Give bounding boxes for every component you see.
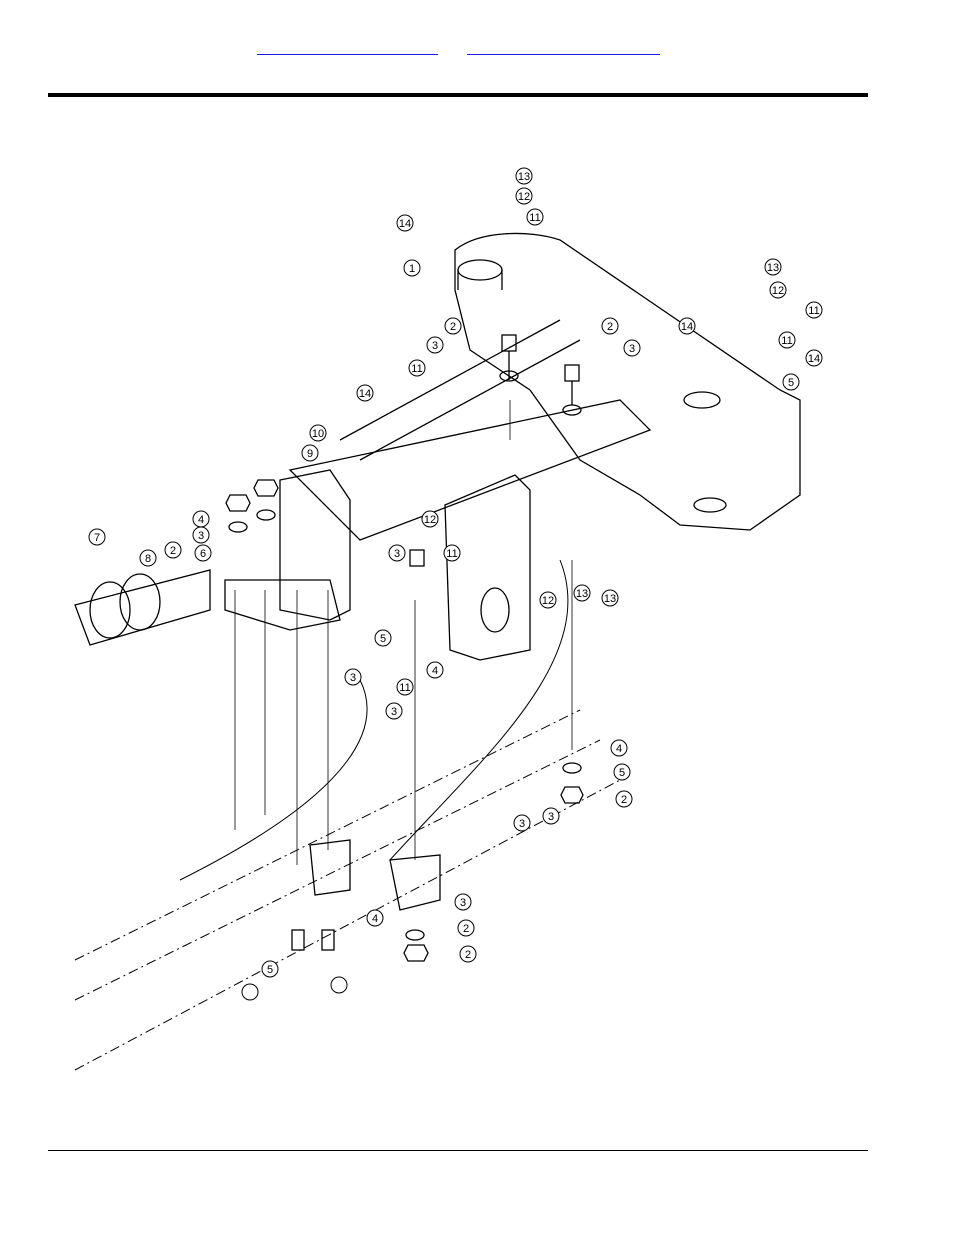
lower-tube-line-2: [74, 739, 601, 1001]
callout-label: 4: [616, 743, 622, 755]
callout-label: 1: [409, 263, 415, 275]
mount-plate-right: [444, 474, 531, 661]
callout-label: 3: [394, 548, 400, 560]
callout-numbers: 13 12 11 14 1 2 3 2 3 11 14 10 9 13 12 1…: [94, 171, 820, 976]
callout-label: 14: [399, 218, 411, 230]
callout-label: 4: [372, 913, 378, 925]
callout-label: 12: [772, 285, 784, 297]
callout-label: 5: [788, 377, 794, 389]
callout-label: 3: [350, 672, 356, 684]
lower-bracket-right: [389, 854, 441, 911]
callout-label: 13: [518, 171, 530, 183]
frame-top-plate: [454, 232, 801, 531]
callout-label: 4: [198, 514, 204, 526]
callout-label: 3: [432, 340, 438, 352]
callout-label: 13: [767, 262, 779, 274]
header-link-1[interactable]: [257, 40, 438, 55]
callout-label: 13: [604, 593, 616, 605]
callout-label: 14: [681, 321, 693, 333]
callout-label: 2: [621, 794, 627, 806]
callout-label: 3: [198, 530, 204, 542]
callout-label: 11: [781, 335, 792, 347]
callout-label: 12: [542, 595, 554, 607]
top-rule: [48, 93, 868, 97]
frame-hole-bottom: [693, 497, 727, 513]
callout-label: 3: [519, 818, 525, 830]
callout-label: 3: [548, 811, 554, 823]
callout-label: 10: [312, 428, 324, 440]
callout-label: 5: [619, 767, 625, 779]
callout-label: 11: [399, 682, 410, 694]
callout-label: 8: [145, 553, 151, 565]
shield-6: [74, 569, 211, 646]
callout-label: 14: [359, 388, 371, 400]
mount-plate-hole: [480, 587, 510, 633]
callout-label: 3: [460, 897, 466, 909]
lower-bracket-left: [309, 839, 351, 896]
callout-label: 2: [465, 949, 471, 961]
callout-label: 12: [518, 191, 530, 203]
callout-label: 5: [380, 633, 386, 645]
callout-label: 14: [808, 353, 820, 365]
lower-tube-line-1: [74, 709, 581, 961]
header-link-2[interactable]: [467, 40, 660, 55]
callout-label: 5: [267, 964, 273, 976]
lower-tube-line-3: [74, 779, 621, 1071]
callout-label: 2: [450, 321, 456, 333]
callout-label: 3: [629, 343, 635, 355]
bottom-rule: [48, 1150, 868, 1151]
callout-label: 13: [576, 588, 588, 600]
frame-bushing-top: [457, 259, 503, 281]
frame-bushing-right: [683, 391, 721, 409]
bracket-left: [279, 469, 351, 621]
callout-label: 6: [200, 548, 206, 560]
callout-label: 3: [391, 706, 397, 718]
callout-label: 11: [411, 363, 422, 375]
header-links: [0, 40, 954, 60]
callout-label: 4: [432, 665, 438, 677]
callout-label: 2: [607, 321, 613, 333]
callout-label: 2: [170, 545, 176, 557]
diagram-svg: 13 12 11 14 1 2 3 2 3 11 14 10 9 13 12 1…: [74, 167, 823, 1071]
callout-label: 11: [446, 548, 457, 560]
callout-label: 7: [94, 532, 100, 544]
callout-label: 11: [808, 305, 819, 317]
bracket-base-plate: [224, 579, 341, 631]
callout-label: 11: [529, 212, 540, 224]
callout-label: 2: [463, 923, 469, 935]
callout-label: 12: [424, 514, 436, 526]
parts-exploded-diagram: 13 12 11 14 1 2 3 2 3 11 14 10 9 13 12 1…: [60, 140, 840, 1080]
callout-label: 9: [307, 448, 313, 460]
